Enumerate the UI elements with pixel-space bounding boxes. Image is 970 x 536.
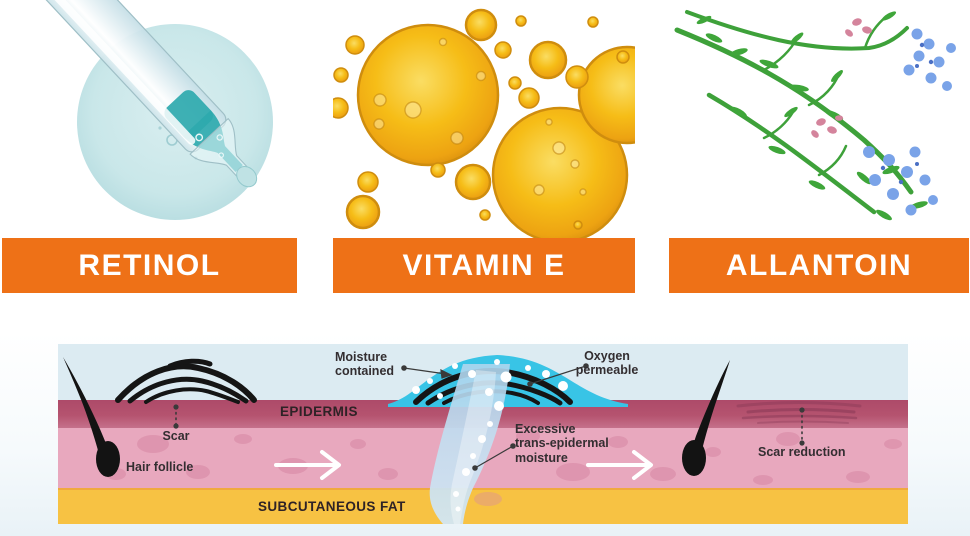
ingredient-label-bar-retinol: RETINOL [2, 238, 297, 293]
retinol-image [0, 0, 300, 238]
ingredient-label-bar-allantoin: ALLANTOIN [669, 238, 969, 293]
golden-oil-droplets-icon [333, 8, 635, 238]
label-hair-follicle: Hair follicle [126, 460, 194, 474]
ingredient-name-vitamin-e: VITAMIN E [402, 248, 566, 282]
pointer-excessive [472, 443, 516, 471]
moisture-stream [429, 364, 510, 524]
skin-cross-section-diagram: Moisture contained Oxygen permeable Exce… [58, 344, 908, 524]
label-subcutaneous-fat: SUBCUTANEOUS FAT [258, 499, 406, 514]
label-moisture-contained: Moisture contained [335, 350, 395, 379]
subcutaneous-fat-layer [58, 488, 908, 524]
dropper-with-serum-drop-icon [24, 0, 273, 220]
ingredient-card-vitamin-e: VITAMIN E [333, 0, 635, 293]
label-excessive-moisture: Excessive trans-epidermal moisture [515, 422, 609, 465]
allantoin-image [669, 0, 970, 238]
ingredient-name-allantoin: ALLANTOIN [725, 248, 913, 282]
scar-left [115, 358, 257, 404]
ingredient-name-retinol: RETINOL [78, 248, 221, 282]
hair-right [682, 360, 730, 476]
ingredient-label-bar-vitamin-e: VITAMIN E [333, 238, 635, 293]
pointer-scar-reduction [799, 407, 805, 446]
hair-left [63, 357, 120, 477]
ingredient-card-allantoin: ALLANTOIN [669, 0, 970, 293]
comfrey-flowering-branch-icon [674, 10, 956, 221]
arrow-left [274, 450, 341, 480]
label-oxygen-permeable: Oxygen permeable [575, 349, 639, 378]
pointer-scar [173, 404, 179, 429]
label-scar: Scar [162, 429, 190, 443]
oxygen-bubbles [412, 359, 568, 512]
scar-faded [736, 401, 862, 424]
pointer-moisture [401, 365, 453, 379]
vitamin-e-image [333, 0, 635, 238]
arrow-right [586, 450, 653, 480]
label-epidermis: EPIDERMIS [280, 404, 358, 419]
pointer-oxygen [527, 363, 589, 387]
diagram-overlay [63, 355, 902, 524]
ingredient-card-retinol: RETINOL [0, 0, 300, 293]
label-scar-reduction: Scar reduction [758, 445, 846, 459]
